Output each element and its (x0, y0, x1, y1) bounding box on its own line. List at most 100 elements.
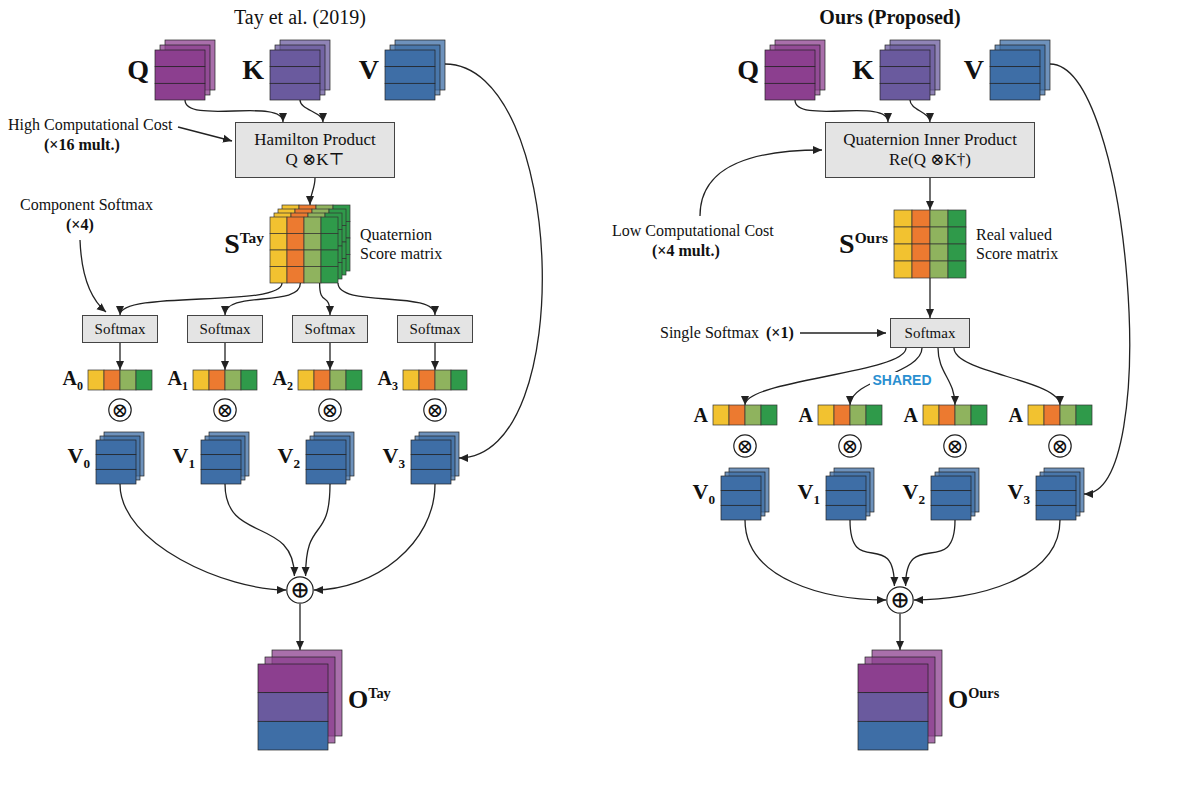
attention-row: A (923, 405, 987, 425)
tensor-stack: V2 (931, 468, 979, 520)
tensor-label: K (852, 54, 874, 85)
annotation: Component Softmax (20, 196, 153, 214)
flow-arrow (314, 484, 435, 590)
tensor-index: 0 (708, 493, 715, 508)
shape-outline (858, 650, 942, 750)
tensor-label: V (278, 443, 294, 468)
flow-arrow (1050, 64, 1130, 494)
tensor-stack: V0 (96, 432, 144, 484)
matrix-caption: Quaternion Score matrix (360, 226, 442, 262)
operator-symbol: ⊕ (890, 588, 910, 612)
tensor-index: 1 (188, 457, 195, 472)
flow-arrow (225, 484, 294, 576)
matrix-label: S (839, 228, 855, 259)
tensor-index: 2 (293, 457, 300, 472)
flow-arrow (185, 100, 283, 122)
tensor-label: V (173, 443, 189, 468)
flow-arrow (120, 484, 286, 590)
tensor-index: 3 (1023, 493, 1030, 508)
shape-outline (826, 468, 874, 520)
tensor-stack: OTay (258, 650, 342, 750)
tensor-stack: V2 (306, 432, 354, 484)
operator-symbol: ⊗ (427, 400, 444, 420)
shape-outline (193, 370, 257, 390)
shape-outline (411, 432, 459, 484)
tensor-label: Q (737, 54, 759, 85)
flow-arrow (938, 348, 955, 405)
attention-row: A3 (403, 370, 467, 390)
shape-outline (721, 468, 769, 520)
shape-outline (931, 468, 979, 520)
flow-arrow (224, 343, 225, 370)
matrix-superscript: Ours (855, 229, 888, 246)
tensor-stack: V (990, 40, 1050, 100)
shape-outline (990, 40, 1050, 100)
shape-outline (1028, 405, 1092, 425)
box-text: Softmax (95, 320, 146, 338)
flow-arrow (745, 520, 886, 600)
operator-circle: ⊗ (423, 398, 447, 422)
tensor-label: V (359, 54, 379, 85)
tensor-label: K (242, 54, 264, 85)
annotation: (×4) (66, 216, 94, 234)
flow-arrow (954, 348, 1060, 405)
flow-arrow (338, 283, 435, 315)
tensor-label: O (348, 685, 368, 714)
tensor-index: 1 (813, 493, 820, 508)
operator-symbol: ⊗ (217, 400, 234, 420)
flow-arrow (850, 520, 894, 586)
shape-outline (88, 370, 152, 390)
tensor-stack: K (880, 40, 940, 100)
flow-arrow (434, 343, 435, 370)
flow-arrow (306, 484, 330, 576)
box-text: Softmax (305, 320, 356, 338)
operator-symbol: ⊗ (947, 436, 964, 456)
attention-row: A1 (193, 370, 257, 390)
flow-arrow (899, 614, 900, 650)
annotation: Low Computational Cost (612, 222, 774, 240)
attention-label: A (273, 367, 287, 389)
shape-outline (155, 40, 215, 100)
box-text: Re(Q ⊗K†) (889, 150, 971, 170)
flow-arrow (914, 520, 1060, 600)
shape-outline (270, 40, 330, 100)
operator-circle: ⊗ (838, 434, 862, 458)
shape-outline (765, 40, 825, 100)
matrix-label: S (224, 228, 240, 259)
flow-arrow (929, 178, 930, 210)
attention-row: A (713, 405, 777, 425)
tensor-index: Tay (368, 685, 391, 701)
tensor-label: V (693, 479, 709, 504)
score-matrix: STayQuaternion Score matrix (270, 205, 350, 283)
operation-box: Softmax (890, 318, 970, 348)
tensor-label: V (1008, 479, 1024, 504)
shape-outline (1036, 468, 1084, 520)
tensor-index: Ours (968, 685, 999, 701)
panel-title: Tay et al. (2019) (234, 6, 366, 29)
leader-line (800, 332, 886, 333)
panel-title: Ours (Proposed) (819, 6, 960, 29)
shape-outline (270, 205, 350, 283)
tensor-stack: V1 (826, 468, 874, 520)
tensor-label: V (964, 54, 984, 85)
shape-outline (306, 432, 354, 484)
operator-symbol: ⊗ (842, 436, 859, 456)
flow-arrow (445, 64, 542, 458)
flow-arrow (329, 343, 330, 370)
leader-line (178, 127, 232, 141)
box-text: Hamilton Product (254, 130, 375, 150)
attention-index: 0 (77, 379, 83, 393)
operation-box: Softmax (187, 315, 263, 343)
tensor-stack: V3 (1036, 468, 1084, 520)
tensor-stack: V1 (201, 432, 249, 484)
flow-arrow (320, 283, 330, 315)
shape-outline (96, 432, 144, 484)
operation-box: Quaternion Inner ProductRe(Q ⊗K†) (825, 122, 1035, 178)
shape-outline (923, 405, 987, 425)
operator-circle: ⊗ (213, 398, 237, 422)
tensor-stack: V0 (721, 468, 769, 520)
annotation: (×16 mult.) (44, 136, 120, 154)
attention-label: A (378, 367, 392, 389)
attention-row: A (818, 405, 882, 425)
